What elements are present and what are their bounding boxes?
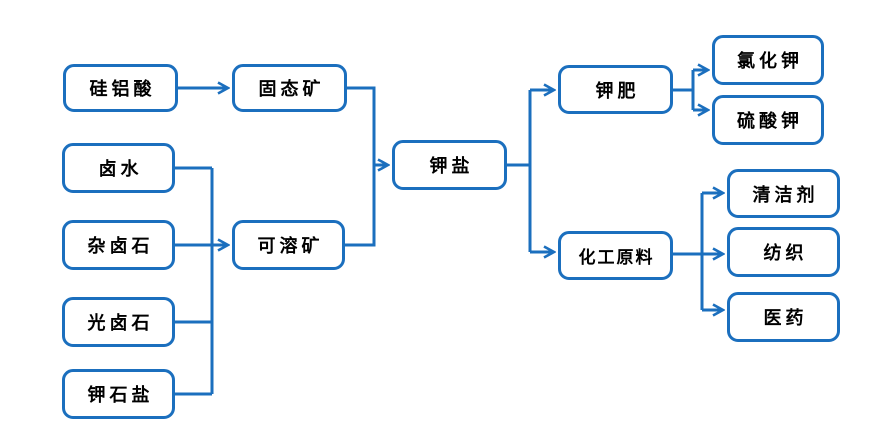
node-chemical-raw-material: 化工原料 [558,231,673,280]
node-potash-fertilizer: 钾肥 [558,65,673,114]
node-textile: 纺织 [727,227,840,277]
node-solid-ore: 固态矿 [232,64,347,112]
node-brine: 卤水 [62,143,175,193]
node-potassium-sulfate: 硫酸钾 [712,95,824,145]
node-medicine: 医药 [727,292,840,342]
node-potassium-chloride: 氯化钾 [712,35,824,85]
node-silicoaluminate: 硅铝酸 [63,64,178,112]
edge-soluble-ore-junction [345,165,376,247]
edge-solid-ore-junction [347,86,376,165]
node-sylvite: 钾石盐 [62,369,175,419]
node-soluble-ore: 可溶矿 [232,220,345,270]
node-polyhalite: 杂卤石 [62,220,175,270]
node-carnallite: 光卤石 [62,297,175,347]
node-detergent: 清洁剂 [727,169,840,218]
node-potash-salt: 钾盐 [392,140,507,190]
